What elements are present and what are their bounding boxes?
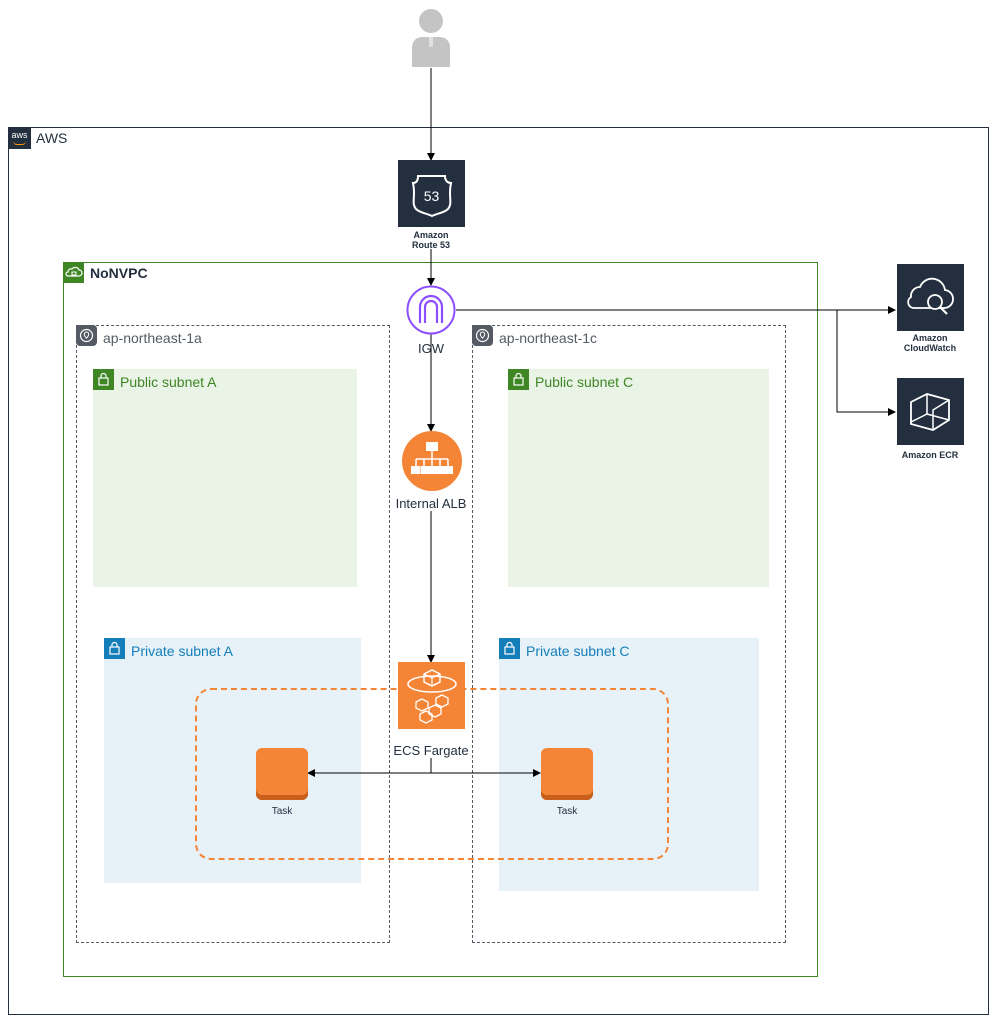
task-a-icon[interactable] <box>256 748 308 800</box>
aws-cloud-label: AWS <box>36 130 68 146</box>
private-subnet-c-lock-icon <box>499 638 520 659</box>
public-subnet-a-label: Public subnet A <box>120 374 217 390</box>
alb-label: Internal ALB <box>395 496 467 511</box>
az-c-icon <box>472 325 493 346</box>
vpc-icon <box>63 262 84 283</box>
task-c-icon[interactable] <box>541 748 593 800</box>
aws-logo-icon: aws <box>8 127 31 149</box>
route53-icon[interactable]: 53 <box>398 160 465 227</box>
cloudwatch-label-line1: Amazon <box>912 333 948 343</box>
vpc-label: NoNVPC <box>90 265 148 281</box>
private-subnet-a <box>104 638 361 883</box>
public-subnet-a-lock-icon <box>93 369 114 390</box>
public-subnet-c-label: Public subnet C <box>535 374 634 390</box>
alb-icon[interactable] <box>402 431 462 491</box>
public-subnet-c-lock-icon <box>508 369 529 390</box>
ecr-label: Amazon ECR <box>901 450 959 460</box>
igw-label: IGW <box>418 341 444 356</box>
cloudwatch-label-line2: CloudWatch <box>903 343 957 353</box>
cloudwatch-icon[interactable] <box>897 264 964 331</box>
fargate-label: ECS Fargate <box>393 743 469 758</box>
ecr-icon[interactable] <box>897 378 964 445</box>
private-subnet-a-lock-icon <box>104 638 125 659</box>
public-subnet-c <box>508 369 769 587</box>
private-subnet-c-label: Private subnet C <box>526 643 630 659</box>
az-a-label: ap-northeast-1a <box>103 330 202 346</box>
az-a-icon <box>76 325 97 346</box>
private-subnet-a-label: Private subnet A <box>131 643 233 659</box>
public-subnet-a <box>93 369 357 587</box>
route53-label-line1: Amazon <box>413 230 449 240</box>
user-icon <box>409 7 453 67</box>
vpc-group <box>63 262 818 977</box>
task-a-label: Task <box>271 806 293 817</box>
route53-badge: 53 <box>424 188 440 204</box>
az-a-group <box>76 325 390 943</box>
route53-label-line2: Route 53 <box>411 240 450 250</box>
fargate-icon[interactable] <box>398 662 465 729</box>
az-c-group <box>472 325 786 943</box>
aws-logo-text: aws <box>11 130 28 140</box>
az-c-label: ap-northeast-1c <box>499 330 598 346</box>
igw-icon[interactable] <box>406 285 456 335</box>
aws-cloud-group <box>8 127 989 1015</box>
task-c-label: Task <box>556 806 578 817</box>
